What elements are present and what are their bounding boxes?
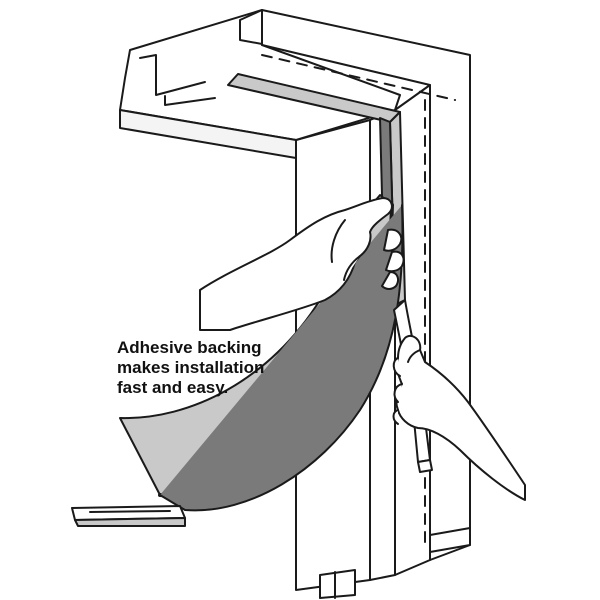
hand-right: [392, 334, 526, 501]
installation-caption: Adhesive backing makes installation fast…: [117, 338, 317, 398]
hand-left: [199, 197, 405, 331]
caption-line-2: makes installation: [117, 358, 265, 377]
caption-line-3: fast and easy.: [117, 378, 229, 397]
caption-line-1: Adhesive backing: [117, 338, 262, 357]
threshold-board: [71, 505, 186, 527]
